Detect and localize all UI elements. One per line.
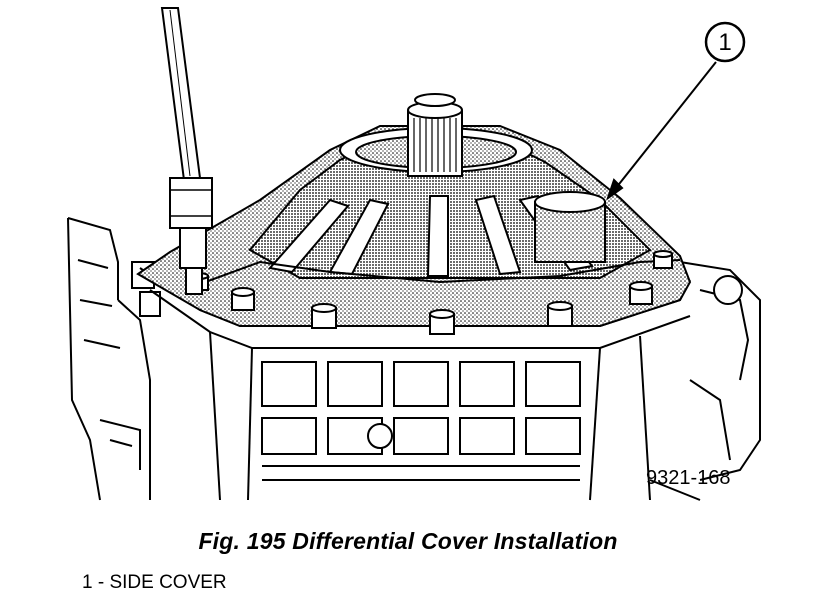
output-shaft xyxy=(407,93,463,177)
transmission-housing-left xyxy=(67,217,161,501)
differential-cover-illustration: 1 9321-168 xyxy=(67,7,761,501)
figure-code: 9321-168 xyxy=(646,467,731,489)
side-cover xyxy=(136,93,692,327)
callout-number: 1 xyxy=(718,29,731,56)
callout-1: 1 xyxy=(704,21,746,63)
bolt xyxy=(629,281,653,305)
callout-leader xyxy=(606,61,717,201)
bolt xyxy=(653,250,673,269)
legend-item: 1 - SIDE COVER xyxy=(82,572,227,593)
bolt xyxy=(429,309,455,335)
bolt xyxy=(311,303,337,329)
wrench-extension xyxy=(160,7,213,295)
case-ribs xyxy=(261,361,581,481)
transmission-case-body xyxy=(139,261,761,501)
bolt xyxy=(231,287,255,311)
figure-caption: Fig. 195 Differential Cover Installation xyxy=(198,528,618,554)
bolt xyxy=(547,301,573,327)
